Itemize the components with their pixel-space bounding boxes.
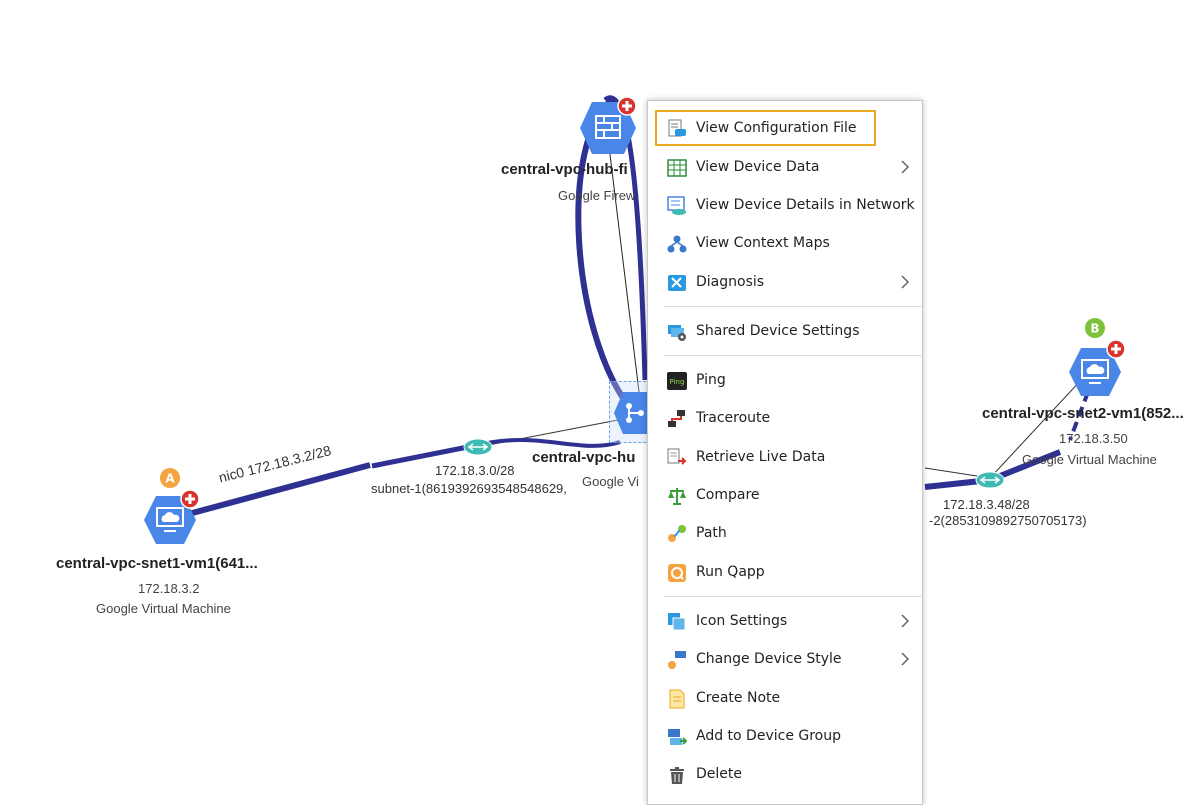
menu-separator bbox=[664, 355, 922, 356]
vm1-ip: 172.18.3.2 bbox=[138, 581, 200, 596]
note-icon bbox=[669, 689, 685, 709]
subnet1-cidr: 172.18.3.0/28 bbox=[435, 463, 515, 478]
thin-link bbox=[989, 377, 1084, 479]
router-node-icon[interactable] bbox=[613, 390, 653, 436]
traceroute-icon bbox=[668, 410, 685, 427]
trash-icon bbox=[670, 767, 684, 784]
alert-plus-icon bbox=[180, 489, 200, 509]
diagnosis-icon bbox=[668, 275, 686, 291]
firewall-name: central-vpc-hub-fi bbox=[501, 161, 628, 178]
menu-item-retrieve-live-data[interactable]: Retrieve Live Data bbox=[648, 440, 922, 474]
menu-item-view-device-details[interactable]: View Device Details in Network bbox=[648, 188, 922, 222]
live-data-icon bbox=[667, 448, 687, 465]
menu-item-view-configuration-file[interactable]: View Configuration File bbox=[648, 111, 922, 145]
firewall-type: Google Firew bbox=[558, 188, 636, 203]
path-icon bbox=[668, 525, 686, 542]
menu-item-view-context-maps[interactable]: View Context Maps bbox=[648, 226, 922, 260]
chevron-right-icon bbox=[901, 652, 910, 666]
firewall-node-icon[interactable] bbox=[578, 100, 638, 156]
ping-icon: Ping bbox=[667, 372, 687, 390]
chevron-right-icon bbox=[901, 275, 910, 289]
menu-item-compare[interactable]: Compare bbox=[648, 478, 922, 512]
fw-link bbox=[603, 95, 648, 381]
menu-item-ping[interactable]: Ping Ping bbox=[648, 363, 922, 397]
menu-item-path[interactable]: Path bbox=[648, 516, 922, 550]
vm2-ip: 172.18.3.50 bbox=[1059, 431, 1128, 446]
device-group-icon bbox=[668, 729, 687, 745]
thin-link bbox=[606, 129, 641, 401]
subnet-switch-icon[interactable] bbox=[463, 438, 493, 456]
chevron-right-icon bbox=[901, 614, 910, 628]
subnet2-cidr: 172.18.3.48/28 bbox=[943, 497, 1030, 512]
vm1-node-icon[interactable] bbox=[142, 494, 198, 546]
menu-separator bbox=[664, 596, 922, 597]
config-file-icon bbox=[668, 119, 686, 137]
svg-text:Ping: Ping bbox=[670, 378, 685, 386]
compare-icon bbox=[668, 488, 686, 505]
alert-plus-icon bbox=[617, 96, 637, 116]
device-context-menu: View Configuration File View Device Data… bbox=[647, 100, 923, 805]
device-style-icon bbox=[668, 651, 686, 669]
menu-item-change-device-style[interactable]: Change Device Style bbox=[648, 642, 922, 676]
highlight-frame bbox=[655, 110, 876, 146]
menu-separator bbox=[664, 306, 922, 307]
qapp-icon bbox=[668, 564, 686, 582]
subnet2-name: -2(2853109892750705173) bbox=[929, 513, 1087, 528]
vm2-name: central-vpc-snet2-vm1(852... bbox=[982, 405, 1184, 422]
badge-b-icon: B bbox=[1085, 318, 1105, 338]
svg-text:B: B bbox=[1090, 322, 1099, 336]
router-type: Google Vi bbox=[582, 474, 639, 489]
icon-settings-icon bbox=[668, 613, 686, 631]
shared-settings-icon bbox=[668, 325, 686, 341]
menu-item-diagnosis[interactable]: Diagnosis bbox=[648, 265, 922, 299]
context-maps-icon bbox=[667, 235, 687, 253]
alert-plus-icon bbox=[1106, 339, 1126, 359]
device-details-icon bbox=[667, 196, 686, 215]
vm1-name: central-vpc-snet1-vm1(641... bbox=[56, 555, 258, 572]
menu-item-traceroute[interactable]: Traceroute bbox=[648, 401, 922, 435]
menu-item-delete[interactable]: Delete bbox=[648, 757, 922, 791]
vm2-dashed-link bbox=[1068, 391, 1090, 441]
router-name: central-vpc-hu bbox=[532, 449, 636, 466]
badge-a-icon: A bbox=[160, 468, 180, 488]
vm1-link bbox=[184, 462, 371, 518]
menu-item-shared-device-settings[interactable]: Shared Device Settings bbox=[648, 314, 922, 348]
vm2-type: Google Virtual Machine bbox=[1022, 452, 1157, 467]
subnet1-name: subnet-1(8619392693548548629, bbox=[371, 481, 567, 496]
vm1-type: Google Virtual Machine bbox=[96, 601, 231, 616]
subnet-switch-icon[interactable] bbox=[975, 471, 1005, 489]
vm2-node-icon[interactable] bbox=[1067, 346, 1123, 398]
table-icon bbox=[667, 159, 687, 177]
menu-item-create-note[interactable]: Create Note bbox=[648, 681, 922, 715]
subnet1-router-link bbox=[477, 438, 621, 448]
menu-item-add-to-device-group[interactable]: Add to Device Group bbox=[648, 719, 922, 753]
menu-item-icon-settings[interactable]: Icon Settings bbox=[648, 604, 922, 638]
chevron-right-icon bbox=[901, 160, 910, 174]
menu-item-run-qapp[interactable]: Run Qapp bbox=[648, 555, 922, 589]
menu-item-view-device-data[interactable]: View Device Data bbox=[648, 150, 922, 184]
subnet1-link bbox=[371, 442, 479, 469]
svg-text:A: A bbox=[165, 472, 175, 486]
